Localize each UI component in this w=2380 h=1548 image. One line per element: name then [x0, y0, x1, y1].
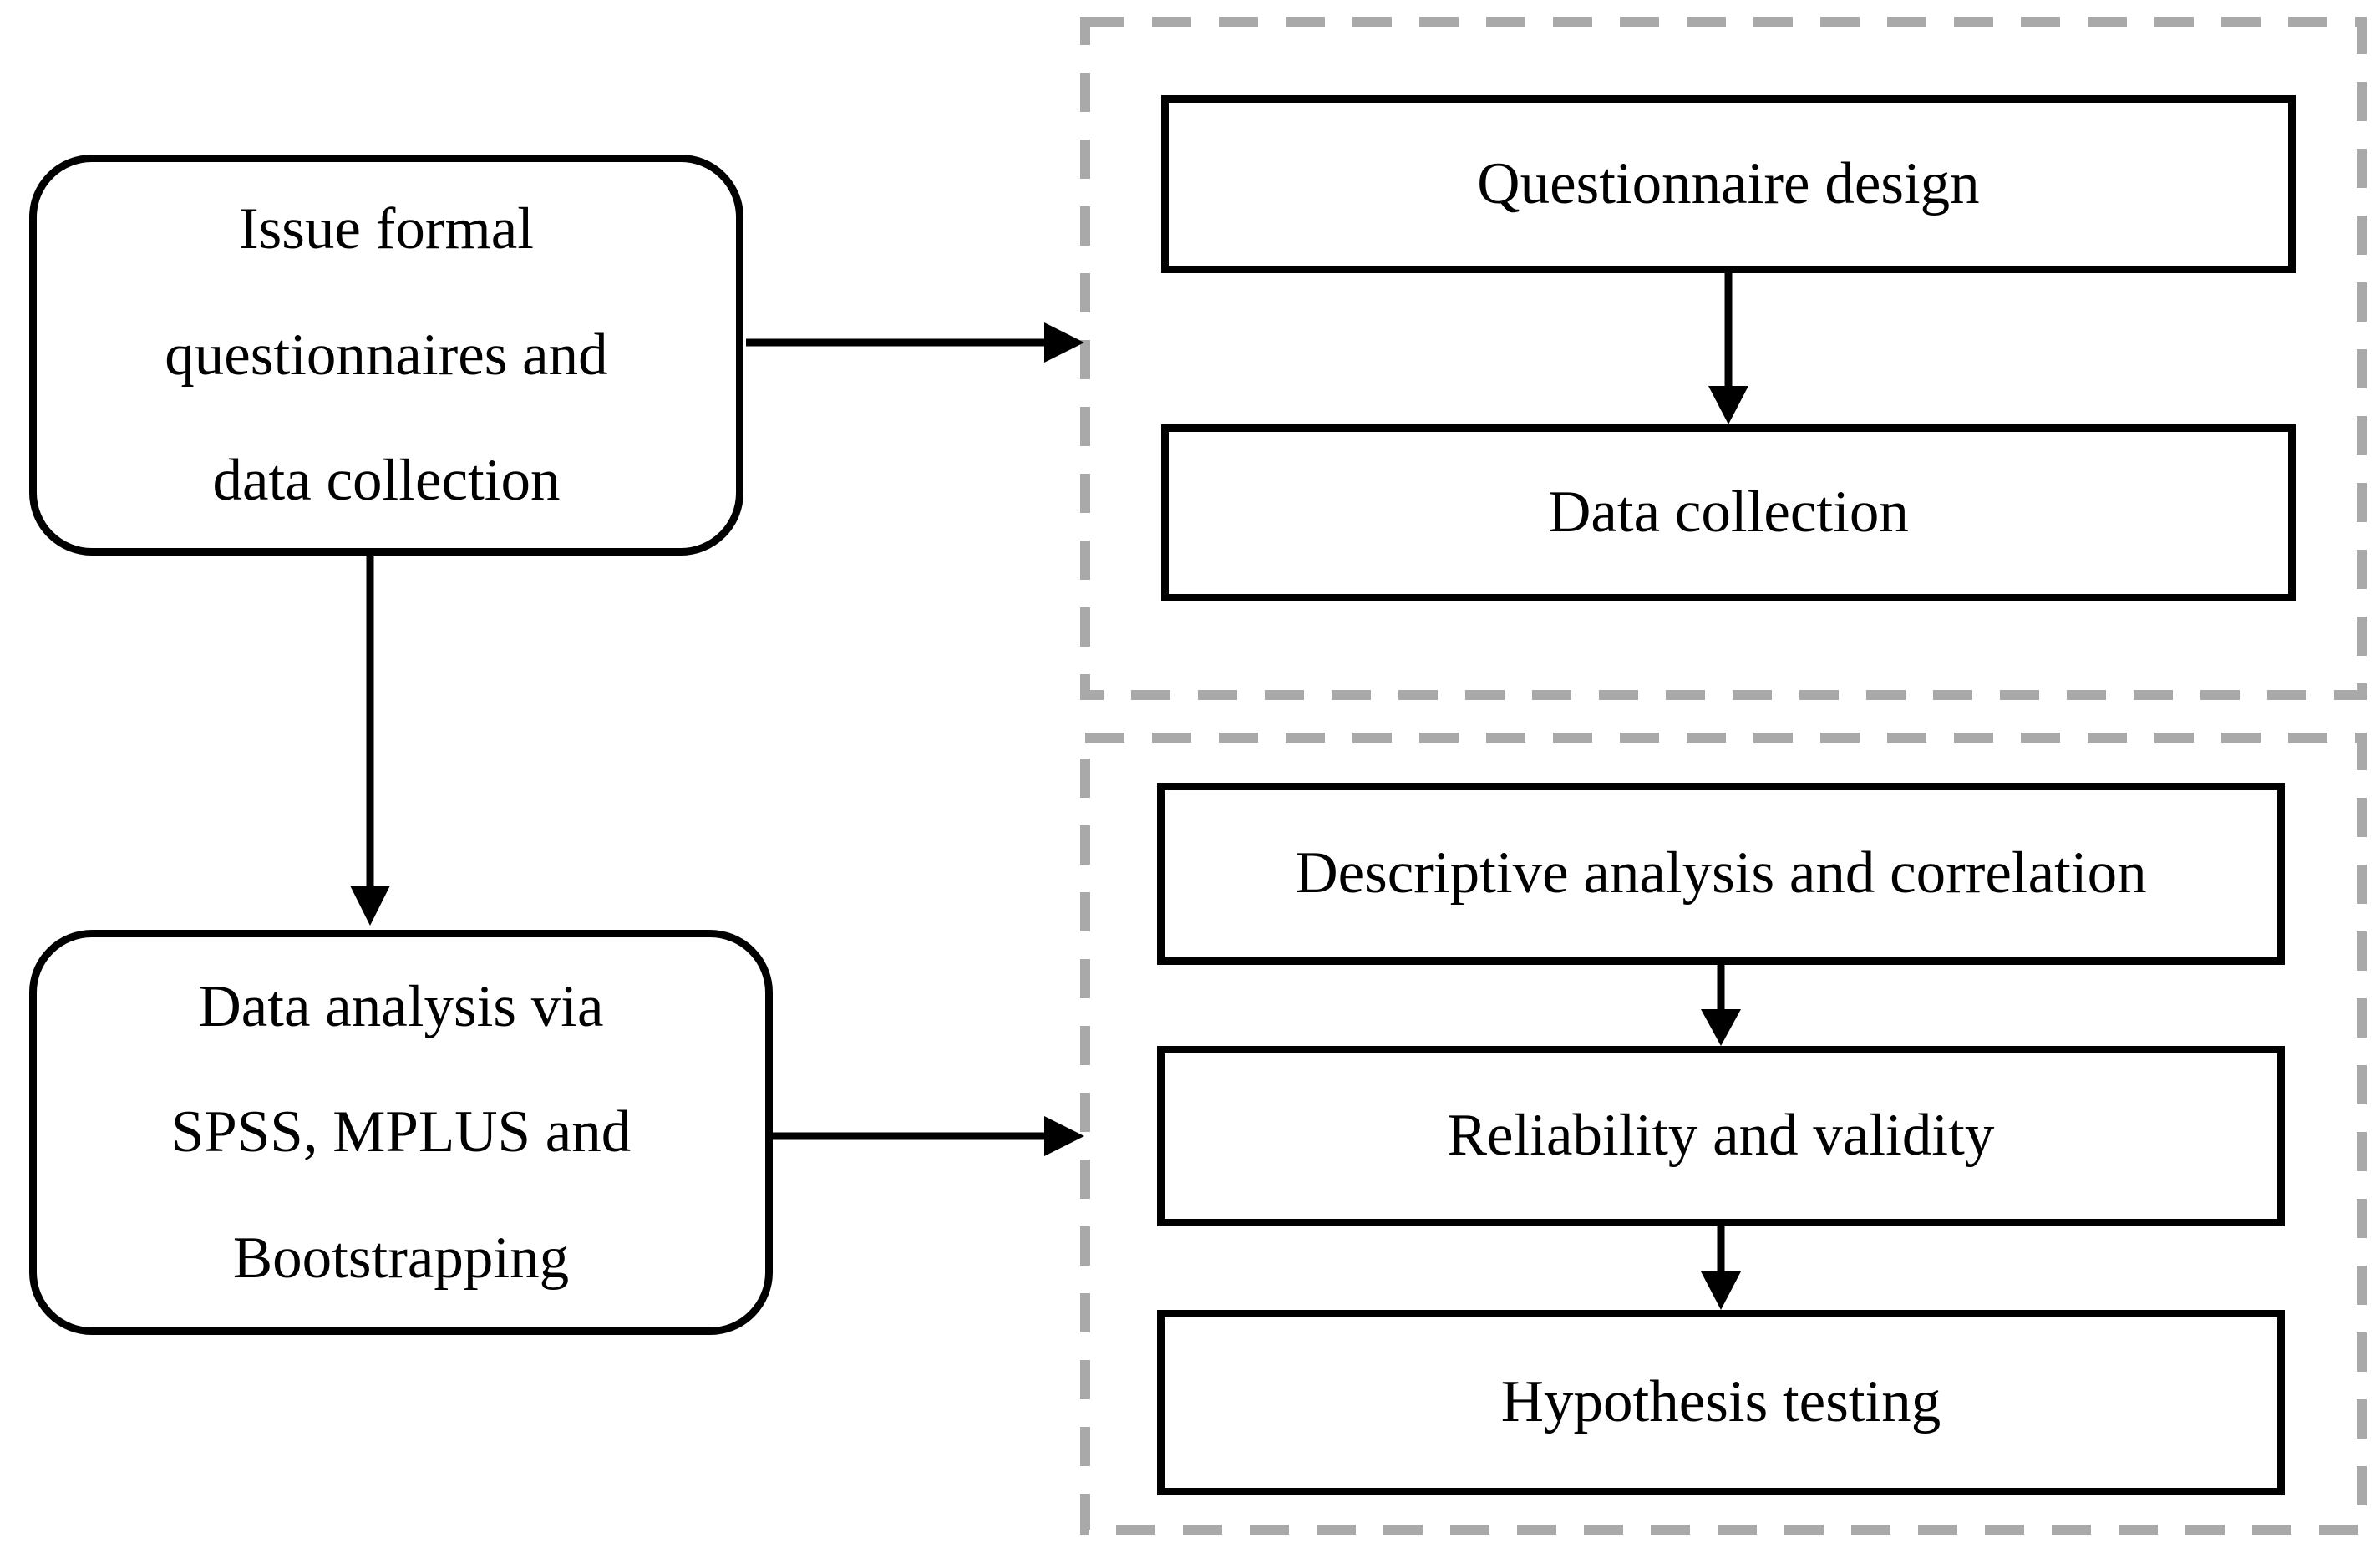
node-data-collection: Data collection [1161, 424, 2296, 601]
arrow-reliability-to-hypothesis-head [1701, 1271, 1741, 1310]
arrow-design-to-collection-head [1708, 386, 1748, 424]
arrow-issue-to-analysis-head [350, 886, 390, 926]
arrow-design-to-collection [1708, 272, 1748, 424]
node-hypothesis-testing: Hypothesis testing [1157, 1310, 2285, 1495]
arrow-analysis-to-analysis-group [771, 1116, 1084, 1156]
node-data-analysis-label-line3: Bootstrapping [232, 1225, 570, 1291]
node-reliability-validity: Reliability and validity [1157, 1046, 2285, 1226]
arrow-descriptive-to-reliability-head [1701, 1009, 1741, 1046]
node-issue-questionnaires-label-line1: Issue formal [239, 196, 534, 262]
node-issue-questionnaires: Issue formal questionnaires and data col… [29, 155, 743, 556]
node-data-analysis: Data analysis via SPSS, MPLUS and Bootst… [29, 930, 773, 1335]
arrow-issue-to-survey-group [746, 322, 1084, 363]
node-hypothesis-testing-label: Hypothesis testing [1500, 1369, 1941, 1435]
node-descriptive-analysis: Descriptive analysis and correlation [1157, 783, 2285, 965]
arrow-reliability-to-hypothesis [1701, 1226, 1741, 1310]
node-questionnaire-design-label: Questionnaire design [1477, 150, 1980, 216]
arrow-descriptive-to-reliability [1701, 963, 1741, 1046]
node-issue-questionnaires-label-line3: data collection [212, 448, 561, 514]
node-issue-questionnaires-label-line2: questionnaires and [165, 322, 608, 388]
arrow-analysis-to-analysis-group-head [1044, 1116, 1084, 1156]
survey-group-border [1080, 17, 2367, 700]
node-descriptive-analysis-label: Descriptive analysis and correlation [1295, 840, 2147, 906]
node-data-collection-label: Data collection [1548, 480, 1909, 546]
analysis-group-border [1080, 733, 2367, 1535]
node-questionnaire-design: Questionnaire design [1161, 95, 2296, 273]
arrow-issue-to-survey-group-head [1044, 322, 1084, 363]
node-reliability-validity-label: Reliability and validity [1447, 1103, 1995, 1169]
arrow-issue-to-analysis [350, 554, 390, 926]
node-data-analysis-label-line1: Data analysis via [198, 973, 604, 1039]
node-data-analysis-label-line2: SPSS, MPLUS and [170, 1099, 632, 1165]
